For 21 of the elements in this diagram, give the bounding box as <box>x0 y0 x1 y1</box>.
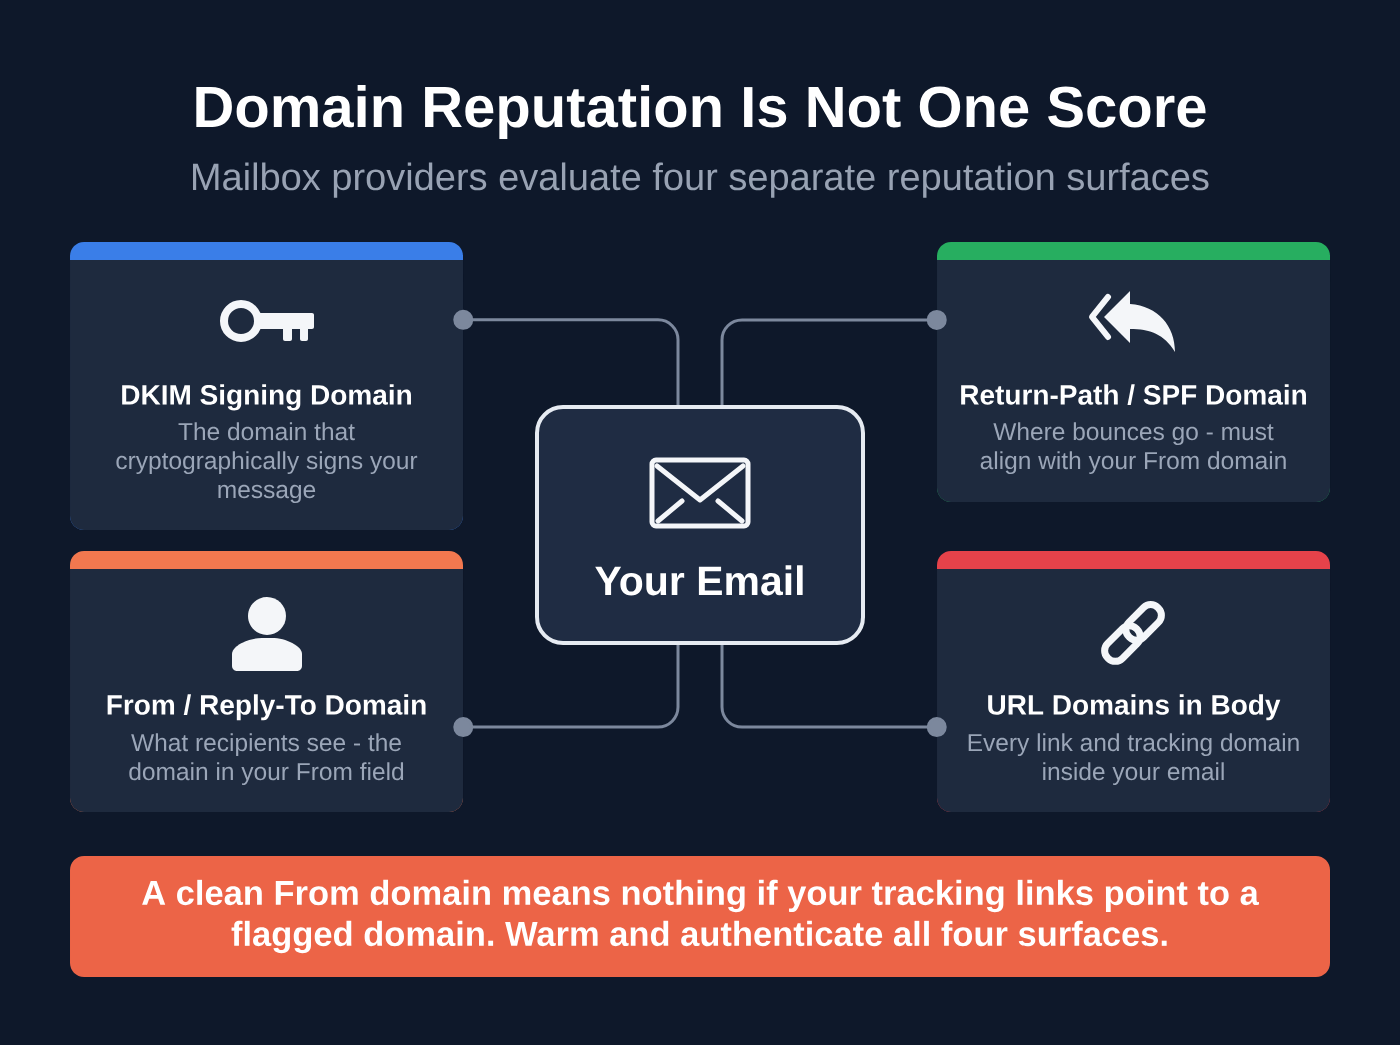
callout-banner: A clean From domain means nothing if your tracking links point to a flagged domain. Warm and authenticate all four surfaces. <box>70 856 1330 977</box>
card <box>937 242 1330 502</box>
card-title: URL Domains in Body <box>988 694 1281 721</box>
card-title: From / Reply-To Domain <box>107 694 426 721</box>
title: Domain Reputation Is Not One Score <box>196 84 1206 140</box>
card-text: Every link and tracking domain inside your email <box>968 733 1299 786</box>
connector <box>720 645 947 738</box>
card-text: Where bounces go - must align with your From domain <box>980 422 1286 475</box>
box-label: Your Email <box>595 565 803 596</box>
connector <box>453 645 680 738</box>
card <box>70 551 463 812</box>
subtitle: Mailbox providers evaluate four separate reputation surfaces <box>193 162 1209 198</box>
card <box>937 551 1330 812</box>
connector <box>720 309 947 405</box>
center-box <box>535 405 865 645</box>
card-text: What recipients see - the domain in your From field <box>129 733 404 786</box>
connector <box>453 309 680 405</box>
card <box>70 242 463 530</box>
card-title: Return-Path / SPF Domain <box>961 384 1306 406</box>
card-text: The domain that cryptographically signs your message <box>116 422 418 504</box>
card-title: DKIM Signing Domain <box>122 384 411 411</box>
